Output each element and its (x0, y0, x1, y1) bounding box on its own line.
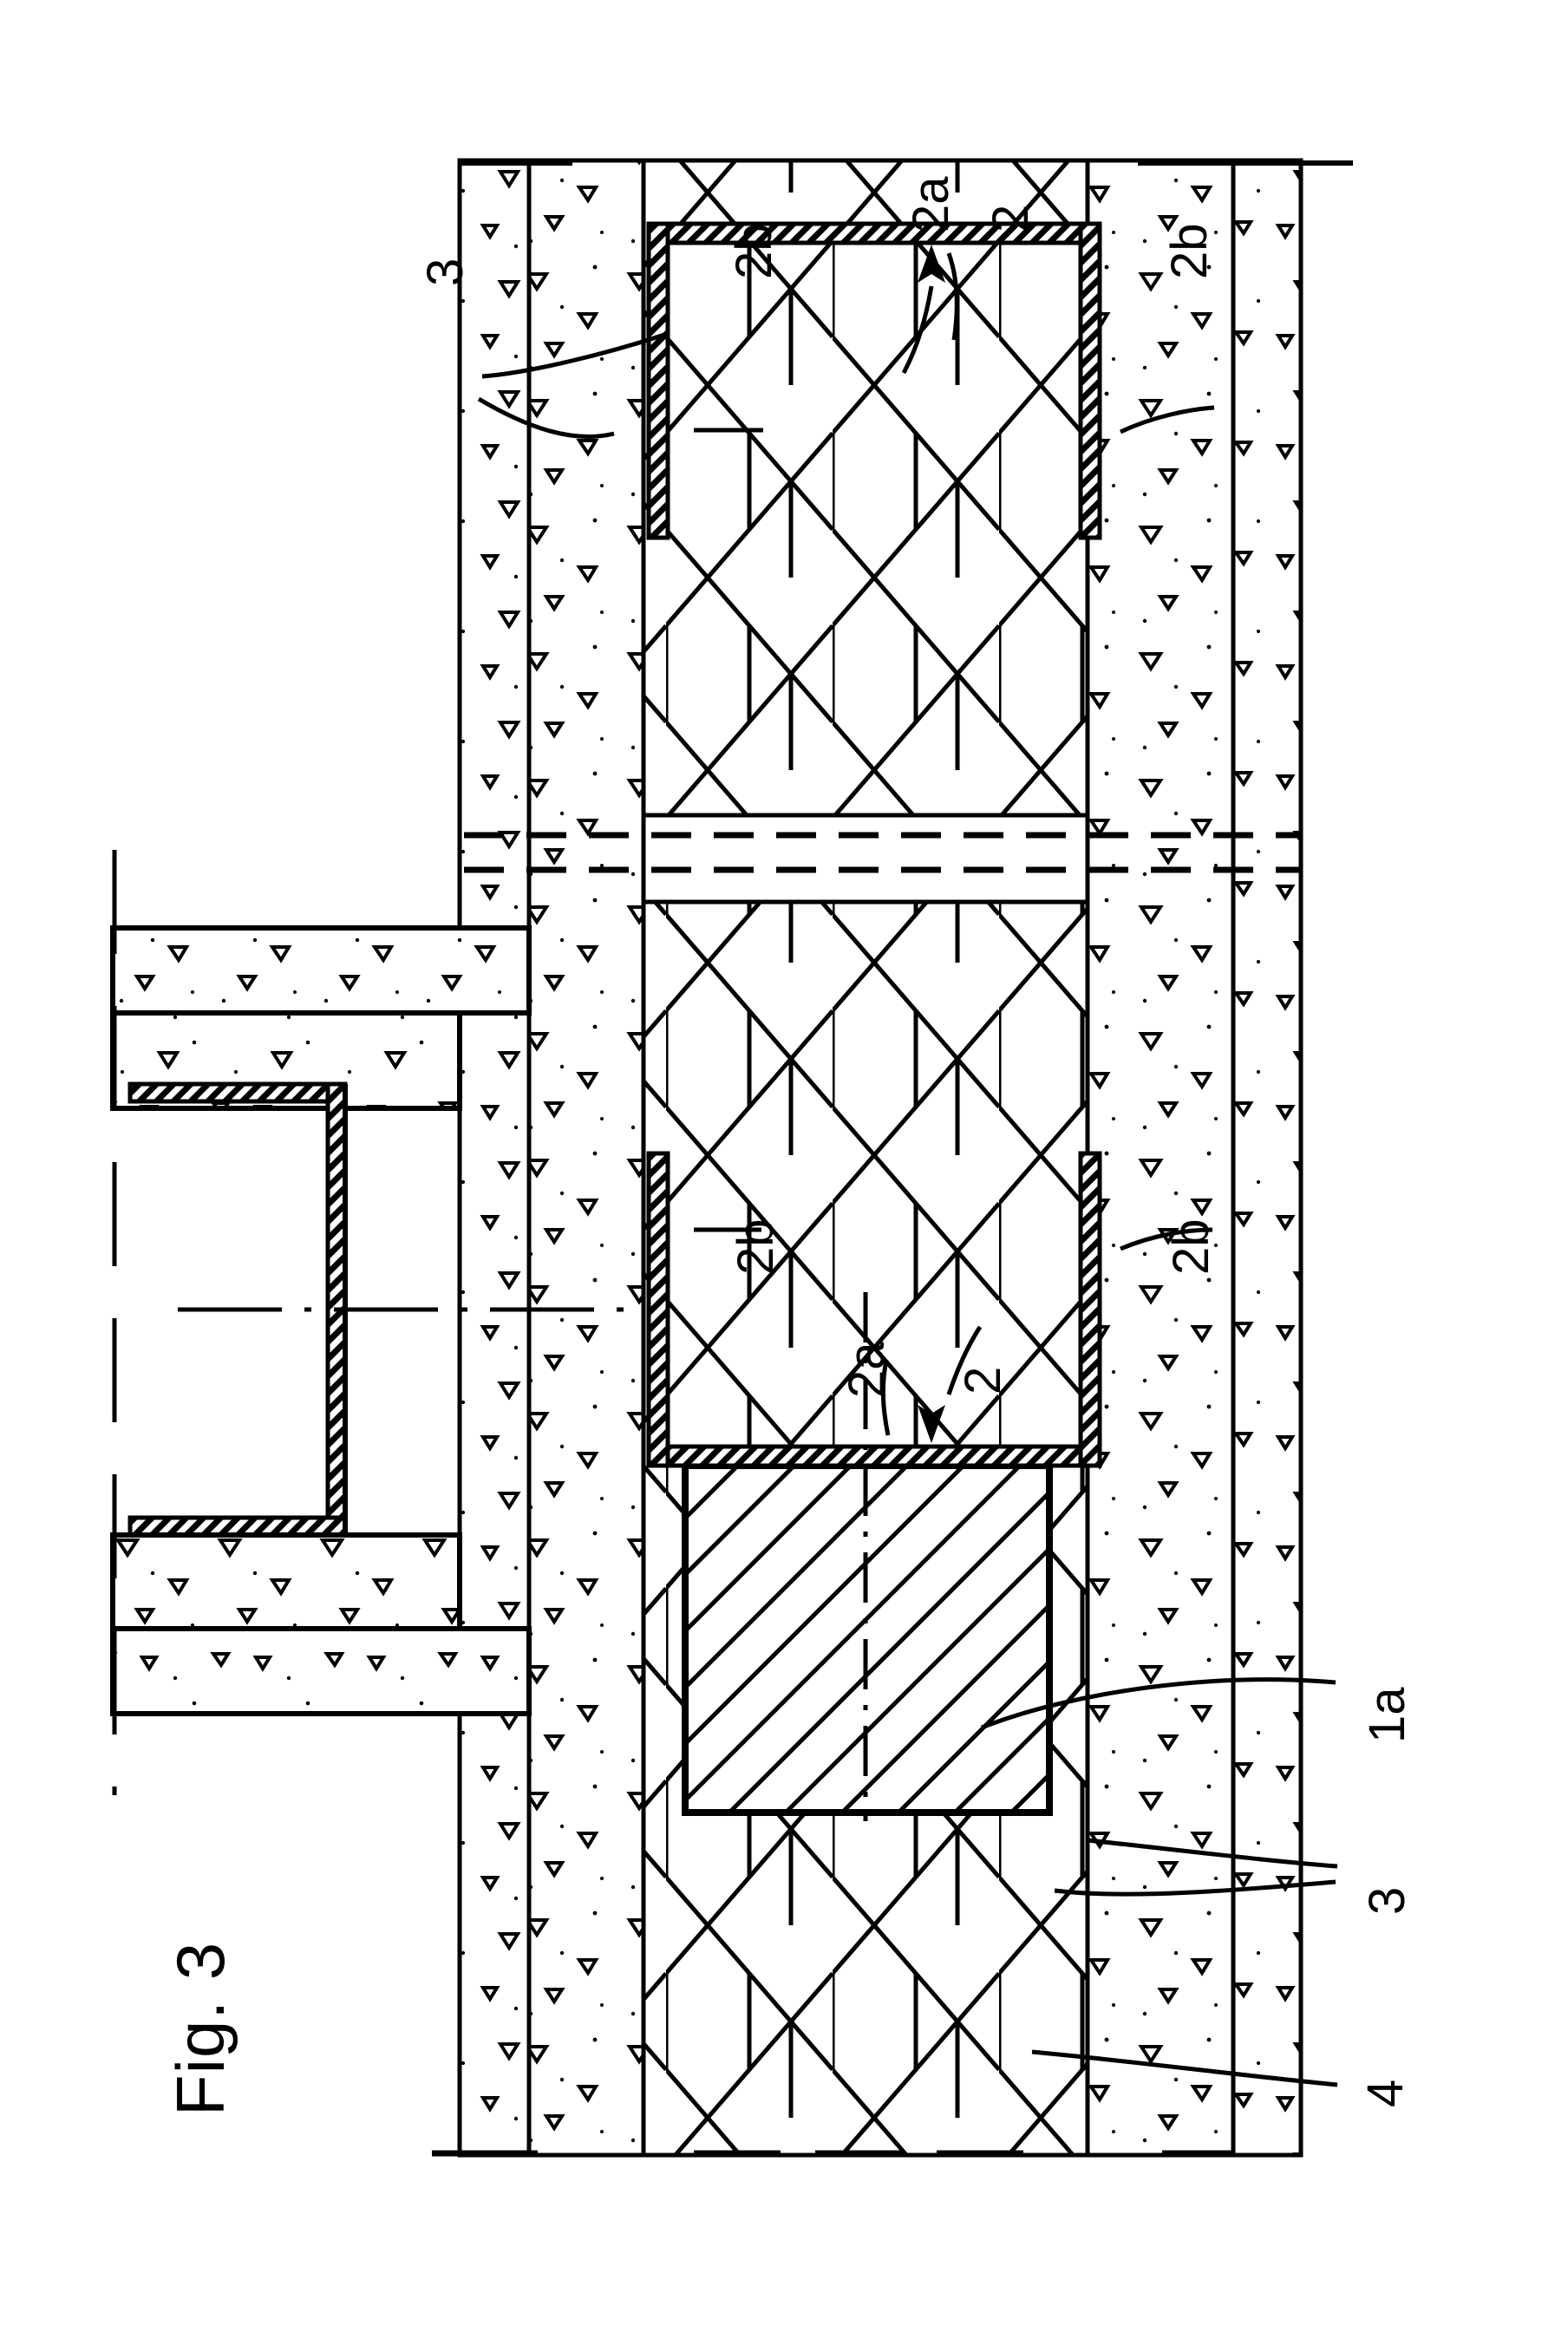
panel-lower (646, 1151, 1102, 1468)
panel-upper (646, 221, 1102, 540)
break-line (464, 832, 1301, 873)
frame-liner-top (127, 1081, 348, 1104)
reference-numeral-4: 4 (1357, 2079, 1414, 2107)
reference-numeral-2b-mid-right: 2b (1163, 1218, 1219, 1275)
leader-arrow-2-lower (918, 1405, 945, 1443)
reference-numeral-3-bottom: 3 (1359, 1886, 1415, 1915)
reference-numeral-2b-top-left: 2b (726, 223, 782, 279)
reference-numeral-2-mid: 2 (955, 1366, 1011, 1395)
figure-caption: Fig. 3 (162, 1941, 238, 2116)
panel-upper-strip-2b-left (646, 221, 670, 540)
reference-numeral-2-top: 2 (983, 204, 1039, 232)
reference-numeral-2b-top-right: 2b (1161, 223, 1218, 279)
panel-lower-strip-2b-right (1078, 1151, 1102, 1468)
reference-numeral-2a-top: 2a (903, 176, 959, 232)
reference-numeral-2b-mid-left: 2b (728, 1218, 784, 1275)
leader-arrow-2-upper (918, 245, 945, 283)
left-frame-structure (110, 850, 644, 1795)
right-concrete-layers (1085, 158, 1303, 2158)
reference-numeral-2a-mid: 2a (839, 1342, 895, 1398)
panel-lower-strip-2b-left (646, 1151, 670, 1468)
left-concrete-layers (457, 158, 646, 2158)
leader-lines (477, 252, 1338, 2087)
panel-upper-strip-2b-right (1078, 221, 1102, 540)
honeycomb-core-upper (641, 158, 1090, 818)
panel-lower-strip-2a (646, 1444, 1102, 1468)
reference-numeral-3-top: 3 (417, 258, 474, 286)
reference-numeral-1a: 1a (1359, 1687, 1415, 1743)
